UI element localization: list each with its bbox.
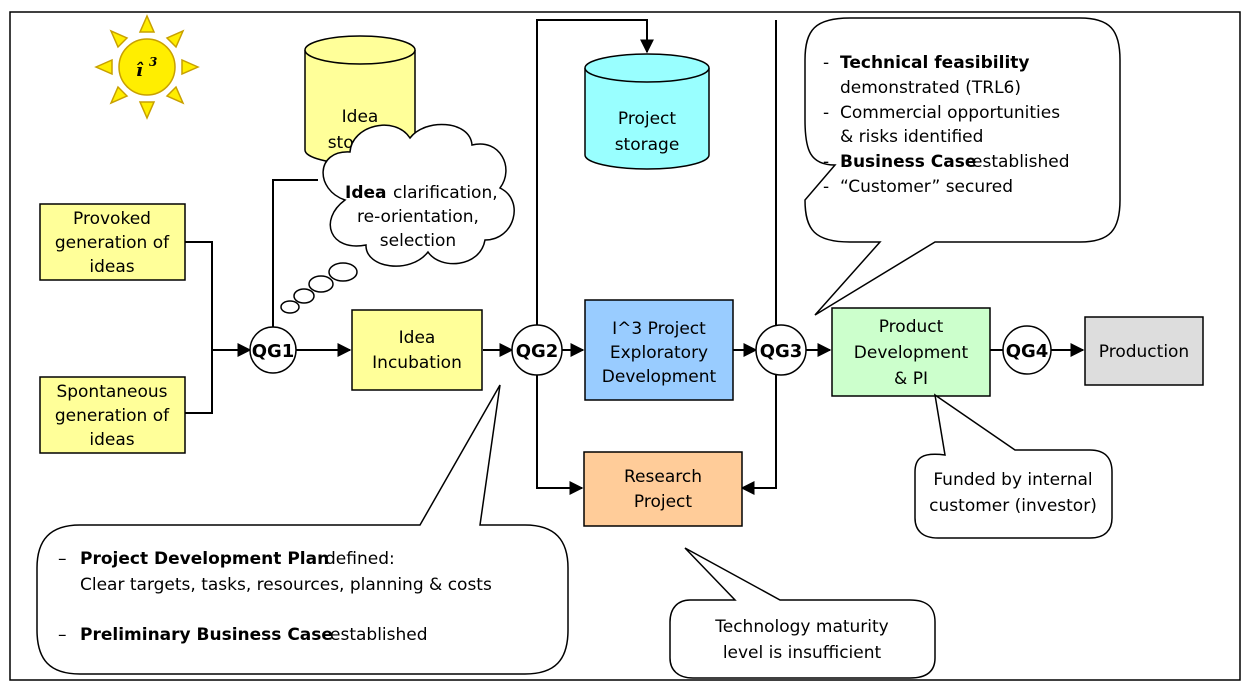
funded-line-1: Funded by internal [933,470,1092,490]
spontaneous-line-3: ideas [89,430,134,450]
qg3-b2-dash: - [823,103,829,123]
product-line-3: & PI [894,369,928,389]
gate-qg4 [1002,325,1052,375]
cloud-line-3: selection [380,231,456,251]
research-reason-line-2: level is insufficient [723,643,882,663]
qg3-b1-cont: demonstrated (TRL6) [840,78,1021,98]
exploratory-line-3: Development [602,367,717,387]
gate-qg4-label: QG4 [1006,341,1049,362]
project-storage-label-2: storage [615,135,680,155]
diagram-frame [9,11,1241,681]
gate-qg2-label: QG2 [516,341,559,362]
funded-line-2: customer (investor) [929,496,1097,516]
provoked-line-3: ideas [89,257,134,277]
idea-incubation-box: Idea Incubation [351,309,483,391]
idea-storage-label-1: Idea [342,107,379,127]
cloud-line-2: re-orientation, [357,207,479,227]
research-reason-callout: Technology maturity level is insufficien… [669,547,936,679]
connectors [185,19,1085,495]
gate-qg3-label: QG3 [760,341,803,362]
qg2-b1-dash: – [58,549,67,569]
qg3-b3-rest: established [972,152,1070,172]
qg2-criteria-callout: – Project Development Plan defined: Clea… [36,384,569,675]
product-line-1: Product [879,317,944,337]
research-line-1: Research [624,467,702,487]
product-line-2: Development [854,343,969,363]
qg2-b2-rest: established [330,625,428,645]
logo-superscript: 3 [149,55,157,69]
exploratory-line-1: I^3 Project [612,319,706,339]
production-box: Production [1084,316,1204,386]
qg2-b2-bold: Preliminary Business Case [80,625,333,645]
spontaneous-line-2: generation of [55,406,170,426]
qg2-b1-rest: defined: [325,549,395,569]
idea-clarification-cloud: Idea clarification, re-orientation, sele… [322,123,515,267]
qg3-b3-bold: Business Case [840,152,976,172]
gate-qg2 [511,324,563,376]
project-storage-cylinder: Project storage [584,53,710,170]
qg3-b4-dash: - [823,177,829,197]
gate-qg1 [249,326,297,374]
thought-trail [280,262,358,314]
provoked-ideas-box: Provoked generation of ideas [39,203,186,281]
qg2-b2-dash: – [58,625,67,645]
qg3-b4-text: “Customer” secured [840,177,1013,197]
exploratory-development-box: I^3 Project Exploratory Development [584,299,734,401]
spontaneous-line-1: Spontaneous [56,382,167,402]
provoked-line-1: Provoked [73,209,151,229]
research-reason-line-1: Technology maturity [714,617,889,637]
gate-qg1-label: QG1 [252,341,295,362]
quality-gates [249,324,1052,376]
product-development-box: Product Development & PI [831,307,991,397]
exploratory-line-2: Exploratory [610,343,708,363]
incubation-line-1: Idea [399,328,436,348]
cloud-bold-word: Idea [345,183,387,203]
funded-callout: Funded by internal customer (investor) [914,393,1113,539]
cloud-line-1: clarification, [393,183,498,203]
sun-logo-icon: î 3 [94,14,200,120]
spontaneous-ideas-box: Spontaneous generation of ideas [39,376,186,454]
qg3-b2-line-2: & risks identified [840,127,983,147]
qg3-b2-line-1: Commercial opportunities [840,103,1060,123]
qg3-b1-bold: Technical feasibility [840,53,1029,73]
qg2-b1-cont: Clear targets, tasks, resources, plannin… [80,575,492,595]
qg3-b3-dash: - [823,152,829,172]
qg2-b1-bold: Project Development Plan [80,549,329,569]
gate-qg3 [755,324,807,376]
logo-text: î [136,60,144,81]
qg3-b1-dash: - [823,53,829,73]
research-line-2: Project [634,492,692,512]
research-project-box: Research Project [583,451,743,527]
qg3-criteria-callout: - Technical feasibility demonstrated (TR… [804,17,1121,316]
project-storage-label-1: Project [618,109,676,129]
incubation-line-2: Incubation [372,353,462,373]
production-label: Production [1099,342,1189,362]
provoked-line-2: generation of [55,233,170,253]
